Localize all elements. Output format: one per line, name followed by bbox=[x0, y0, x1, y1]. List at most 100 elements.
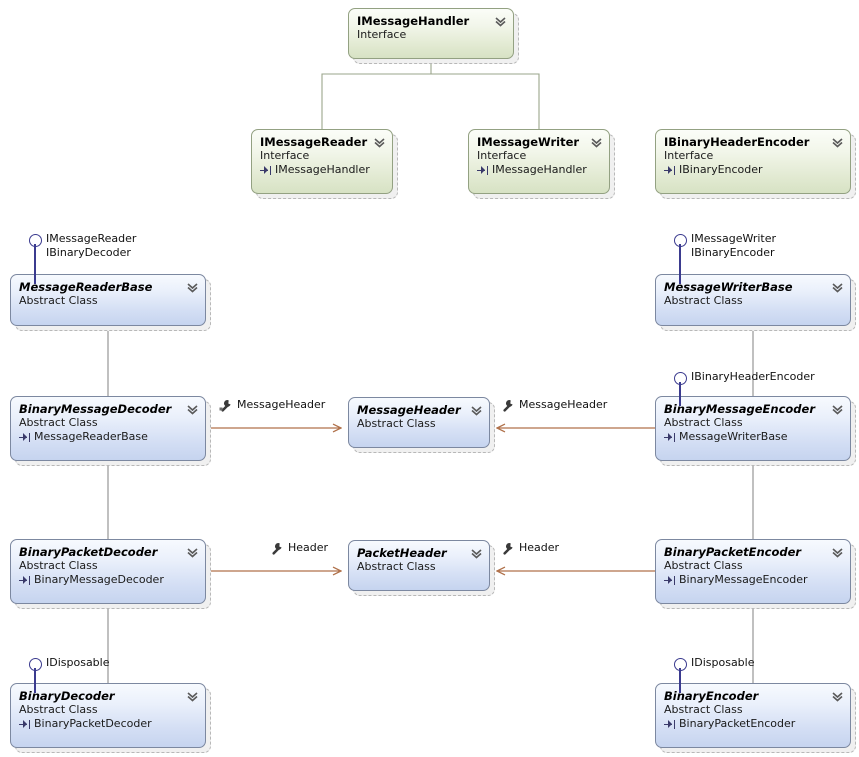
node-base: MessageWriterBase bbox=[664, 430, 842, 444]
node-base: BinaryMessageDecoder bbox=[19, 573, 197, 587]
node-messagewriterbase[interactable]: MessageWriterBase Abstract Class bbox=[655, 274, 856, 331]
node-base-label: MessageReaderBase bbox=[34, 430, 148, 443]
node-base-label: IMessageHandler bbox=[492, 163, 587, 176]
interface-circle-icon bbox=[29, 234, 42, 247]
inherits-arrow-icon bbox=[19, 719, 30, 730]
chevron-down-icon[interactable] bbox=[470, 404, 483, 417]
lollipop-stem bbox=[679, 668, 681, 693]
chevron-down-icon[interactable] bbox=[831, 690, 844, 703]
chevron-down-icon[interactable] bbox=[831, 403, 844, 416]
node-base-label: IBinaryEncoder bbox=[679, 163, 763, 176]
node-base-label: BinaryMessageEncoder bbox=[679, 573, 808, 586]
lollipop-stem bbox=[679, 244, 681, 284]
chevron-down-icon[interactable] bbox=[831, 546, 844, 559]
node-body bbox=[655, 539, 851, 604]
node-kind: Abstract Class bbox=[19, 703, 98, 716]
node-kind: Interface bbox=[477, 149, 527, 162]
node-base-label: MessageWriterBase bbox=[679, 430, 788, 443]
node-imessagewriter[interactable]: IMessageWriter Interface IMessageHandler bbox=[468, 129, 615, 199]
node-body bbox=[10, 683, 206, 748]
lollipop-label: IDisposable bbox=[691, 656, 755, 669]
node-title: IMessageHandler bbox=[357, 14, 470, 28]
node-title: MessageReaderBase bbox=[19, 280, 153, 294]
chevron-down-icon[interactable] bbox=[186, 546, 199, 559]
chevron-down-icon[interactable] bbox=[186, 690, 199, 703]
node-body bbox=[655, 683, 851, 748]
node-title: BinaryPacketDecoder bbox=[19, 545, 158, 559]
node-kind: Abstract Class bbox=[19, 416, 98, 429]
node-body bbox=[348, 540, 490, 591]
node-imessagehandler[interactable]: IMessageHandler Interface bbox=[348, 8, 519, 64]
node-title: PacketHeader bbox=[357, 546, 447, 560]
node-imessagereader[interactable]: IMessageReader Interface IMessageHandler bbox=[251, 129, 398, 199]
node-kind: Interface bbox=[664, 149, 714, 162]
node-kind: Interface bbox=[357, 28, 407, 41]
association-label-messageheader-right[interactable]: MessageHeader bbox=[501, 398, 607, 412]
node-title: BinaryDecoder bbox=[19, 689, 115, 703]
node-messagereaderbase[interactable]: MessageReaderBase Abstract Class bbox=[10, 274, 211, 331]
node-base: IMessageHandler bbox=[477, 163, 601, 177]
node-body bbox=[348, 397, 490, 448]
node-binarydecoder[interactable]: BinaryDecoder Abstract Class BinaryPacke… bbox=[10, 683, 211, 753]
node-title: BinaryPacketEncoder bbox=[664, 545, 802, 559]
node-kind: Abstract Class bbox=[357, 560, 436, 573]
node-messageheader[interactable]: MessageHeader Abstract Class bbox=[348, 397, 495, 453]
node-kind: Abstract Class bbox=[664, 703, 743, 716]
node-binarymessagedecoder[interactable]: BinaryMessageDecoder Abstract Class Mess… bbox=[10, 396, 211, 466]
inherits-arrow-icon bbox=[19, 432, 30, 443]
chevron-down-icon[interactable] bbox=[470, 547, 483, 560]
node-title: MessageHeader bbox=[357, 403, 461, 417]
chevron-down-icon[interactable] bbox=[373, 136, 386, 149]
inherits-arrow-icon bbox=[19, 575, 30, 586]
interface-circle-icon bbox=[674, 234, 687, 247]
wrench-icon bbox=[501, 542, 514, 555]
node-binarypacketdecoder[interactable]: BinaryPacketDecoder Abstract Class Binar… bbox=[10, 539, 211, 609]
node-kind: Abstract Class bbox=[664, 294, 743, 307]
chevron-down-icon[interactable] bbox=[590, 136, 603, 149]
node-kind: Interface bbox=[260, 149, 310, 162]
node-body bbox=[655, 129, 851, 194]
chevron-down-icon[interactable] bbox=[494, 15, 507, 28]
node-binarypacketencoder[interactable]: BinaryPacketEncoder Abstract Class Binar… bbox=[655, 539, 856, 609]
interface-circle-icon bbox=[29, 658, 42, 671]
node-base: IMessageHandler bbox=[260, 163, 384, 177]
inherits-arrow-icon bbox=[664, 719, 675, 730]
inheritance-edges bbox=[321, 48, 540, 129]
chevron-down-icon[interactable] bbox=[186, 403, 199, 416]
association-label-text: Header bbox=[288, 541, 329, 554]
lollipop-label-secondary: IBinaryDecoder bbox=[46, 246, 131, 259]
chevron-down-icon[interactable] bbox=[831, 281, 844, 294]
lollipop-label: IDisposable bbox=[46, 656, 110, 669]
chevron-down-icon[interactable] bbox=[831, 136, 844, 149]
association-label-text: MessageHeader bbox=[519, 398, 608, 411]
inherits-arrow-icon bbox=[260, 165, 271, 176]
node-base-label: BinaryPacketEncoder bbox=[679, 717, 796, 730]
node-base-label: BinaryMessageDecoder bbox=[34, 573, 164, 586]
node-body bbox=[10, 396, 206, 461]
node-base: IBinaryEncoder bbox=[664, 163, 842, 177]
association-label-header-right[interactable]: Header bbox=[501, 541, 559, 555]
node-kind: Abstract Class bbox=[664, 416, 743, 429]
node-binaryencoder[interactable]: BinaryEncoder Abstract Class BinaryPacke… bbox=[655, 683, 856, 753]
lollipop-label: IBinaryHeaderEncoder bbox=[691, 370, 815, 383]
wrench-icon bbox=[219, 399, 232, 412]
association-label-messageheader-left[interactable]: MessageHeader bbox=[219, 398, 325, 412]
node-kind: Abstract Class bbox=[357, 417, 436, 430]
node-body bbox=[10, 539, 206, 604]
node-ibinaryheaderencoder[interactable]: IBinaryHeaderEncoder Interface IBinaryEn… bbox=[655, 129, 856, 199]
inherits-arrow-icon bbox=[477, 165, 488, 176]
node-base: BinaryPacketDecoder bbox=[19, 717, 197, 731]
node-packetheader[interactable]: PacketHeader Abstract Class bbox=[348, 540, 495, 596]
inherits-arrow-icon bbox=[664, 432, 675, 443]
association-label-header-left[interactable]: Header bbox=[270, 541, 328, 555]
node-title: BinaryMessageDecoder bbox=[19, 402, 172, 416]
node-base-label: IMessageHandler bbox=[275, 163, 370, 176]
lollipop-label-secondary: IBinaryEncoder bbox=[691, 246, 775, 259]
node-base: BinaryMessageEncoder bbox=[664, 573, 842, 587]
association-label-text: MessageHeader bbox=[237, 398, 326, 411]
chevron-down-icon[interactable] bbox=[186, 281, 199, 294]
node-binarymessageencoder[interactable]: BinaryMessageEncoder Abstract Class Mess… bbox=[655, 396, 856, 466]
node-title: BinaryEncoder bbox=[664, 689, 759, 703]
node-title: IMessageWriter bbox=[477, 135, 580, 149]
